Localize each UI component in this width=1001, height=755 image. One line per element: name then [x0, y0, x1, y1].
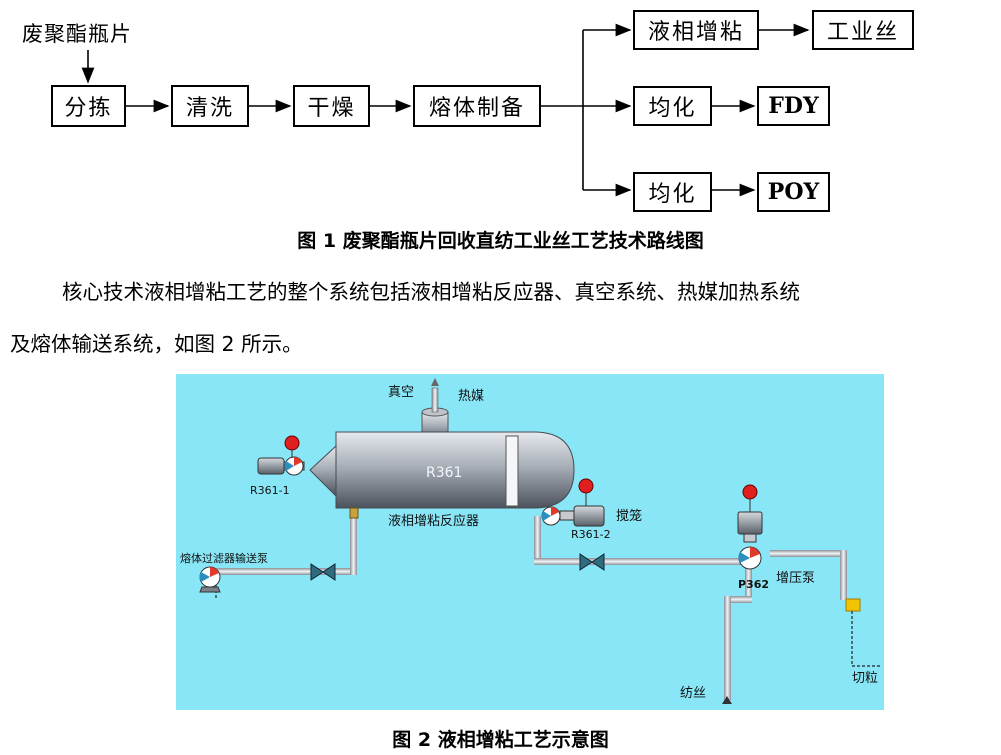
product-poy: POY — [757, 172, 830, 212]
product-fdy: FDY — [757, 86, 830, 126]
label-stirring: 搅笼 — [616, 508, 642, 524]
process-diagram: 真空 热媒 R361 R361-1 液相增粘反应器 R361-2 搅笼 P362… — [176, 374, 884, 710]
paragraph-line-2: 及熔体输送系统，如图 2 所示。 — [10, 332, 303, 356]
step-washing: 清洗 — [171, 85, 249, 127]
label-r361-1: R361-1 — [250, 484, 290, 497]
label-vacuum: 真空 — [388, 385, 414, 400]
figure1-caption: 图 1 废聚酯瓶片回收直纺工业丝工艺技术路线图 — [297, 230, 704, 252]
label-r361-2: R361-2 — [571, 528, 611, 541]
label-filter-feed-pump: 熔体过滤器输送泵 — [180, 551, 268, 565]
step-homogenize-1: 均化 — [633, 86, 712, 126]
reactor-vessel — [309, 431, 575, 519]
motor-r361-1-icon — [257, 435, 305, 476]
label-pelletizing: 切粒 — [852, 671, 878, 686]
label-heat-medium: 热媒 — [458, 389, 484, 404]
step-liquid-phase-viscosity: 液相增粘 — [633, 10, 759, 50]
pipes — [215, 514, 880, 704]
valve-icon — [310, 553, 605, 581]
label-reactor-id: R361 — [426, 465, 462, 481]
product-industrial-yarn: 工业丝 — [812, 10, 914, 50]
label-reactor-name: 液相增粘反应器 — [388, 513, 479, 529]
paragraph-line-1: 核心技术液相增粘工艺的整个系统包括液相增粘反应器、真空系统、热媒加热系统 — [62, 280, 800, 304]
stirring-motor-icon — [541, 478, 605, 527]
step-homogenize-2: 均化 — [633, 172, 712, 212]
source-label: 废聚酯瓶片 — [22, 22, 132, 46]
label-spinning: 纺丝 — [680, 686, 706, 701]
flow-arrows — [81, 23, 810, 197]
label-pump-id: P362 — [738, 578, 769, 591]
step-sorting: 分拣 — [51, 85, 126, 127]
figure2-caption: 图 2 液相增粘工艺示意图 — [392, 729, 609, 751]
filter-feed-pump-icon — [199, 566, 221, 593]
booster-pump-icon — [737, 484, 763, 570]
step-melt-preparation: 熔体制备 — [413, 85, 541, 127]
label-booster-pump: 增压泵 — [776, 571, 815, 586]
step-drying: 干燥 — [293, 85, 370, 127]
